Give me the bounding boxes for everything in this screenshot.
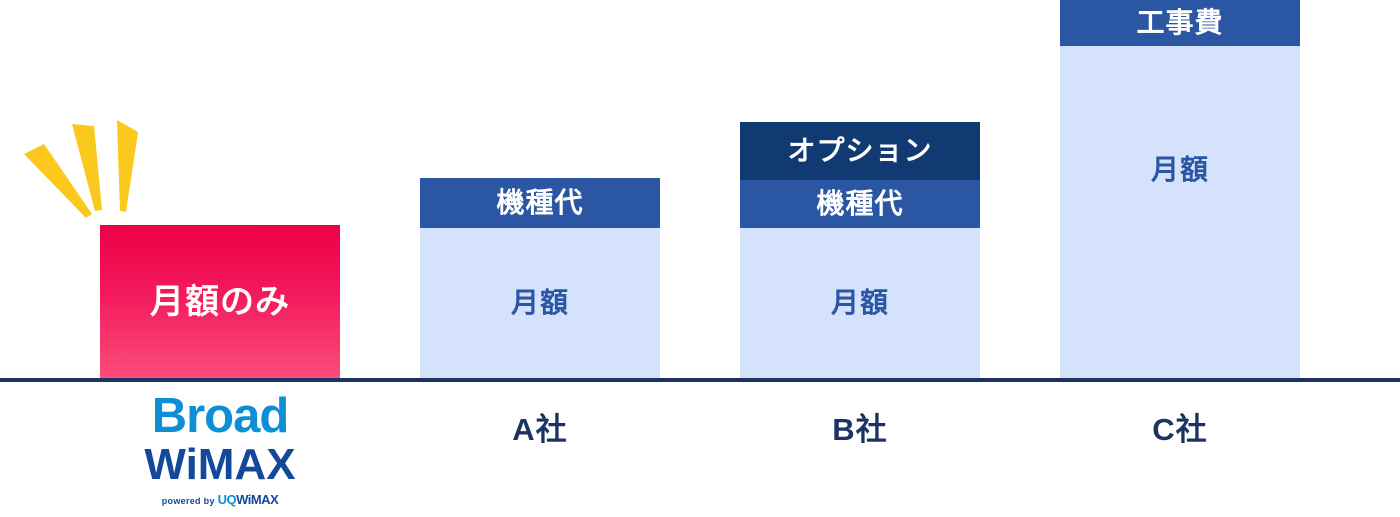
bar-segment-device-fee: 機種代 [740, 180, 980, 228]
category-label-c: C社 [1152, 412, 1208, 447]
bar-segment-option: オプション [740, 122, 980, 180]
bar-segment-label: 月額のみ [150, 282, 290, 321]
category-label-b: B社 [832, 412, 888, 447]
chart-baseline-axis [0, 378, 1400, 382]
bar-segment-construction-fee: 工事費 [1060, 0, 1300, 46]
bar-segment-label: 月額 [1150, 154, 1209, 185]
broad-wimax-logo: Broad WiMAX powered by UQWiMAX [100, 389, 340, 506]
bar-broad-wimax: 月額のみ [100, 225, 340, 378]
bar-segment-label: 工事費 [1136, 7, 1224, 38]
bar-company-c: 工事費 月額 [1060, 0, 1300, 378]
bar-company-a: 機種代 月額 [420, 178, 660, 378]
bar-segment-monthly: 月額 [420, 228, 660, 378]
emphasis-burst-icon [14, 112, 154, 222]
logo-powered-by: powered by UQWiMAX [100, 493, 340, 506]
bar-segment-label: 月額 [830, 287, 889, 318]
bar-segment-monthly-only: 月額のみ [100, 225, 340, 378]
bar-segment-label: 機種代 [496, 187, 584, 218]
bar-company-b: オプション 機種代 月額 [740, 122, 980, 378]
category-label-a: A社 [512, 412, 568, 447]
bar-segment-label: 月額 [510, 287, 569, 318]
bar-segment-monthly: 月額 [1060, 46, 1300, 378]
logo-text-broad: Broad [151, 389, 290, 443]
logo-uq-wimax-mark: WiMAX [236, 492, 279, 508]
bar-segment-label: 機種代 [816, 188, 904, 219]
bar-segment-device-fee: 機種代 [420, 178, 660, 228]
logo-powered-prefix: powered by [161, 496, 215, 507]
bar-segment-label: オプション [787, 135, 933, 166]
logo-text-wimax: WiMAX [144, 439, 296, 489]
logo-uq-mark: UQ [217, 492, 237, 508]
bar-segment-monthly: 月額 [740, 228, 980, 378]
